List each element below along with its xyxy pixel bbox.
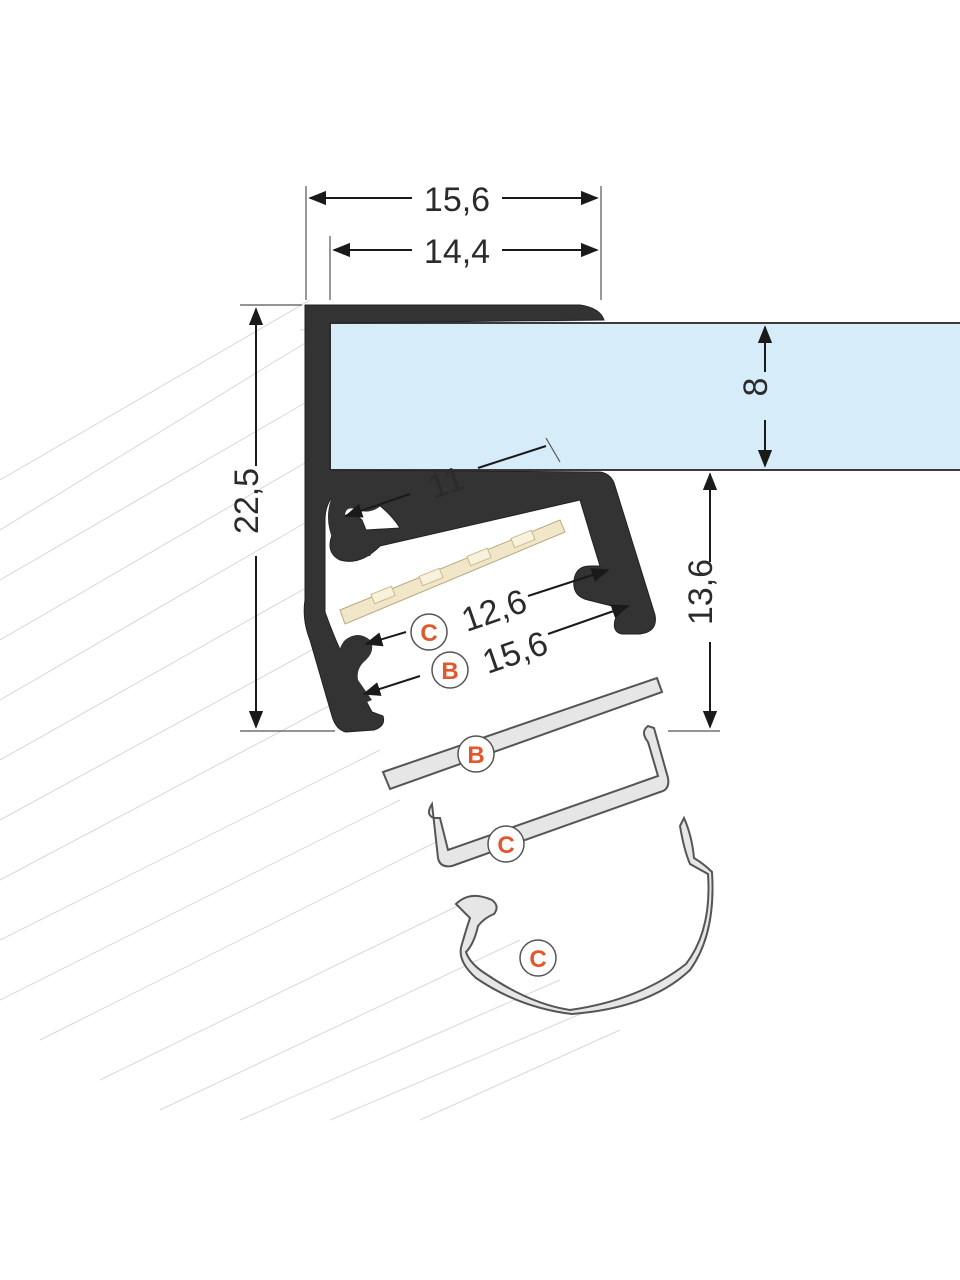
glass-panel [329,322,960,471]
badge-c-lens: C [519,939,557,977]
dim-label-top-outer: 15,6 [424,181,490,219]
badge-b-dimension: B [431,651,469,689]
dim-lower-height: 13,6 [668,472,720,732]
profile-clip-top [327,479,385,557]
dim-label-lower-height: 13,6 [682,559,720,625]
dim-label-total-height: 22,5 [228,468,266,534]
dim-label-top-inner: 14,4 [424,233,490,271]
dim-total-height: 22,5 [228,304,335,732]
cover-c-lens [454,815,714,1016]
dim-label-glass: 8 [737,378,775,397]
svg-text:B: B [467,742,484,769]
dim-cover-c-width: 12,6 [364,568,610,647]
svg-text:C: C [420,620,437,647]
profile-clip-bottom [337,635,373,705]
svg-text:C: C [497,832,514,859]
cover-b-flat [381,676,664,791]
badge-c-channel: C [487,825,525,863]
dim-glass-thickness: 8 [737,325,775,468]
svg-text:B: B [441,658,458,685]
cover-c-channel [428,724,670,868]
badge-b-cover: B [457,735,495,773]
badge-c-dimension: C [410,613,448,651]
dim-top-outer-width: 15,6 [305,181,602,300]
dim-top-inner-width: 14,4 [329,233,599,300]
svg-text:C: C [529,946,546,973]
led-strip [339,519,566,625]
